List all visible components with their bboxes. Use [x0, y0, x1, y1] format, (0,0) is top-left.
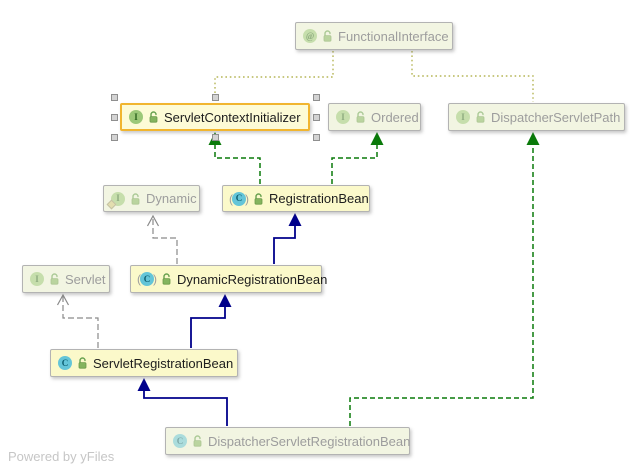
lock-icon: [148, 111, 159, 123]
edge-dynamic-registration-bean--extends--registration-bean[interactable]: [273, 213, 302, 264]
interface-icon: I: [129, 110, 143, 124]
diagram-node-servlet-registration-bean[interactable]: C ServletRegistrationBean: [50, 349, 238, 377]
arrowhead-triangle-icon: [218, 294, 232, 307]
arrowhead-open-icon: [56, 293, 70, 306]
edge-dispatcher-servlet-registration-bean--implements--dispatcher-servlet-path[interactable]: [349, 132, 540, 426]
badge-letter-icon: C: [140, 272, 154, 286]
lock-icon: [475, 111, 486, 123]
class-icon: C: [173, 434, 187, 448]
node-label: ServletRegistrationBean: [93, 355, 234, 371]
arrowhead-triangle-icon: [526, 132, 540, 145]
node-label: DispatcherServletPath: [491, 109, 621, 125]
selection-handle[interactable]: [312, 93, 320, 101]
node-label: RegistrationBean: [269, 191, 369, 206]
diagram-node-registration-bean[interactable]: (C) RegistrationBean: [222, 185, 370, 212]
node-label: Ordered: [371, 109, 419, 125]
selection-handle[interactable]: [211, 133, 219, 141]
badge-letter-icon: C: [58, 356, 72, 370]
badge-letter-icon: I: [30, 272, 44, 286]
arrowhead-triangle-icon: [370, 132, 384, 145]
edge-servlet-registration-bean--extends--dynamic-registration-bean[interactable]: [190, 294, 232, 348]
arrowhead-triangle-icon: [137, 378, 151, 391]
abstract-class-icon: (C): [137, 272, 157, 286]
interface-icon: I: [456, 110, 470, 124]
lock-icon: [192, 435, 203, 447]
interface-inner-icon: I: [106, 191, 125, 209]
powered-by-yfiles-label: Powered by yFiles: [8, 449, 115, 464]
badge-letter-icon: I: [336, 110, 350, 124]
edge-dispatcher-servlet-path--annotated-by--functional-interface[interactable]: [411, 51, 534, 102]
selection-handle[interactable]: [110, 93, 118, 101]
edge-dispatcher-servlet-registration-bean--extends--servlet-registration-bean[interactable]: [137, 378, 228, 426]
node-label: Servlet: [65, 271, 106, 287]
lock-icon: [355, 111, 366, 123]
arrowhead-triangle-icon: [288, 213, 302, 226]
abstract-class-icon: (C): [229, 191, 249, 206]
diagram-node-ordered[interactable]: I Ordered: [328, 103, 421, 131]
diagram-node-functional-interface[interactable]: @ FunctionalInterface: [295, 22, 453, 50]
badge-letter-icon: @: [303, 29, 317, 43]
selection-handle[interactable]: [312, 113, 320, 121]
badge-letter-icon: C: [232, 191, 246, 206]
interface-icon: I: [336, 110, 350, 124]
node-label: DynamicRegistrationBean: [177, 271, 328, 287]
diagram-node-servlet[interactable]: I Servlet: [22, 265, 110, 293]
diagram-node-dispatcher-servlet-path[interactable]: I DispatcherServletPath: [448, 103, 625, 131]
abstract-paren-left-icon: (: [229, 191, 233, 206]
badge-letter-icon: I: [456, 110, 470, 124]
selection-handle[interactable]: [110, 133, 118, 141]
node-label: FunctionalInterface: [338, 28, 449, 44]
arrowhead-open-icon: [146, 214, 160, 227]
lock-icon: [130, 192, 141, 205]
lock-icon: [77, 357, 88, 369]
class-icon: C: [58, 356, 72, 370]
edge-servlet-context-initializer--annotated-by--functional-interface[interactable]: [214, 51, 334, 95]
diagram-node-dynamic[interactable]: I Dynamic: [103, 185, 200, 212]
selection-handle[interactable]: [110, 113, 118, 121]
badge-letter-icon: I: [129, 110, 143, 124]
selection-handle[interactable]: [211, 93, 219, 101]
abstract-paren-left-icon: (: [137, 272, 141, 286]
node-label: DispatcherServletRegistrationBean: [208, 433, 411, 449]
badge-letter-icon: C: [173, 434, 187, 448]
lock-icon: [322, 30, 333, 42]
abstract-paren-right-icon: ): [245, 191, 249, 206]
diagram-node-servlet-context-initializer[interactable]: I ServletContextInitializer: [120, 103, 310, 131]
node-label: Dynamic: [146, 191, 197, 206]
abstract-paren-right-icon: ): [153, 272, 157, 286]
lock-icon: [49, 273, 60, 285]
edge-servlet-registration-bean--implements-muted--servlet[interactable]: [56, 293, 99, 348]
selection-handle[interactable]: [312, 133, 320, 141]
diagram-node-dispatcher-servlet-registration-bean[interactable]: C DispatcherServletRegistrationBean: [165, 427, 410, 455]
interface-icon: I: [30, 272, 44, 286]
diagram-node-dynamic-registration-bean[interactable]: (C) DynamicRegistrationBean: [130, 265, 327, 293]
lock-icon: [161, 273, 172, 285]
edge-registration-bean--implements--ordered[interactable]: [331, 132, 384, 184]
node-label: ServletContextInitializer: [164, 109, 301, 125]
annotation-icon: @: [303, 29, 317, 43]
lock-icon: [253, 192, 264, 205]
edge-dynamic-registration-bean--implements-muted--dynamic[interactable]: [146, 214, 178, 264]
